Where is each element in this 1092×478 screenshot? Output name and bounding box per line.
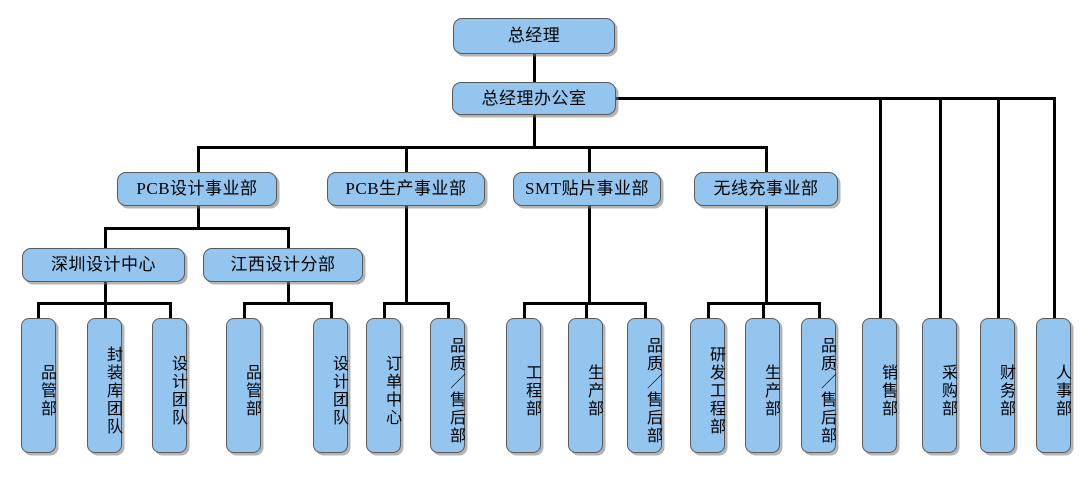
- connector-drop-jiangxi-0: [243, 302, 246, 319]
- connector-drop-staff-1: [939, 97, 942, 320]
- node-general-manager[interactable]: 总经理: [453, 18, 615, 54]
- connector-gm-to-office: [533, 54, 536, 83]
- connector-office-down: [533, 114, 536, 148]
- connector-drop-jiangxi-1: [330, 302, 333, 319]
- node-staff-hr[interactable]: 人事部: [1036, 318, 1071, 453]
- connector-designcenter-bus: [104, 227, 290, 230]
- node-smt-engineering[interactable]: 工程部: [506, 318, 541, 453]
- node-design-center-shenzhen[interactable]: 深圳设计中心: [22, 248, 185, 282]
- node-wireless-quality-service[interactable]: 品质／售后部: [801, 318, 836, 453]
- connector-drop-designcenter-1: [287, 227, 290, 249]
- node-staff-purchasing[interactable]: 采购部: [922, 318, 957, 453]
- connector-drop-staff-3: [1053, 97, 1056, 320]
- connector-jiangxi-bus: [243, 302, 333, 305]
- node-shenzhen-team-design[interactable]: 设计团队: [152, 318, 187, 453]
- connector-drop-shenzhen-1: [104, 302, 107, 319]
- connector-drop-pcbprod-0: [383, 302, 386, 319]
- connector-drop-division-1: [405, 146, 408, 172]
- connector-drop-division-3: [765, 146, 768, 172]
- connector-division-bus: [197, 146, 767, 149]
- connector-drop-division-2: [588, 146, 591, 172]
- node-smt-production[interactable]: 生产部: [568, 318, 603, 453]
- connector-drop-shenzhen-2: [169, 302, 172, 319]
- node-staff-sales[interactable]: 销售部: [862, 318, 897, 453]
- connector-drop-smt-2: [644, 302, 647, 319]
- connector-drop-smt-1: [585, 302, 588, 319]
- node-division-pcb-production[interactable]: PCB生产事业部: [327, 172, 485, 206]
- connector-wireless-down: [765, 205, 768, 304]
- node-wireless-production[interactable]: 生产部: [745, 318, 780, 453]
- connector-pcbprod-down: [405, 205, 408, 304]
- connector-drop-pcbprod-1: [447, 302, 450, 319]
- node-jiangxi-team-quality[interactable]: 品管部: [226, 318, 261, 453]
- connector-drop-staff-0: [879, 97, 882, 320]
- connector-shenzhen-down: [104, 281, 107, 304]
- node-design-center-jiangxi[interactable]: 江西设计分部: [203, 248, 363, 282]
- node-gm-office[interactable]: 总经理办公室: [452, 82, 616, 115]
- connector-drop-shenzhen-0: [37, 302, 40, 319]
- node-pcb-production-order-center[interactable]: 订单中心: [366, 318, 401, 453]
- connector-drop-wireless-0: [707, 302, 710, 319]
- connector-drop-wireless-1: [762, 302, 765, 319]
- node-shenzhen-team-library[interactable]: 封装库团队: [87, 318, 122, 453]
- connector-drop-staff-2: [997, 97, 1000, 320]
- node-smt-quality-service[interactable]: 品质／售后部: [627, 318, 662, 453]
- node-shenzhen-team-quality[interactable]: 品管部: [21, 318, 56, 453]
- connector-staff-bus: [616, 97, 1056, 100]
- connector-jiangxi-down: [287, 281, 290, 304]
- node-division-wireless-charging[interactable]: 无线充事业部: [694, 172, 838, 206]
- node-pcb-production-quality-service[interactable]: 品质／售后部: [430, 318, 465, 453]
- connector-drop-division-0: [197, 146, 200, 172]
- connector-drop-designcenter-0: [104, 227, 107, 249]
- connector-drop-wireless-2: [818, 302, 821, 319]
- connector-drop-smt-0: [523, 302, 526, 319]
- node-division-pcb-design[interactable]: PCB设计事业部: [117, 172, 277, 206]
- connector-smt-down: [588, 205, 591, 304]
- connector-pcbdesign-down: [197, 205, 200, 228]
- node-division-smt[interactable]: SMT贴片事业部: [513, 172, 661, 206]
- node-wireless-rd-engineering[interactable]: 研发工程部: [690, 318, 725, 453]
- node-staff-finance[interactable]: 财务部: [980, 318, 1015, 453]
- node-jiangxi-team-design[interactable]: 设计团队: [313, 318, 348, 453]
- connector-pcbprod-bus: [383, 302, 450, 305]
